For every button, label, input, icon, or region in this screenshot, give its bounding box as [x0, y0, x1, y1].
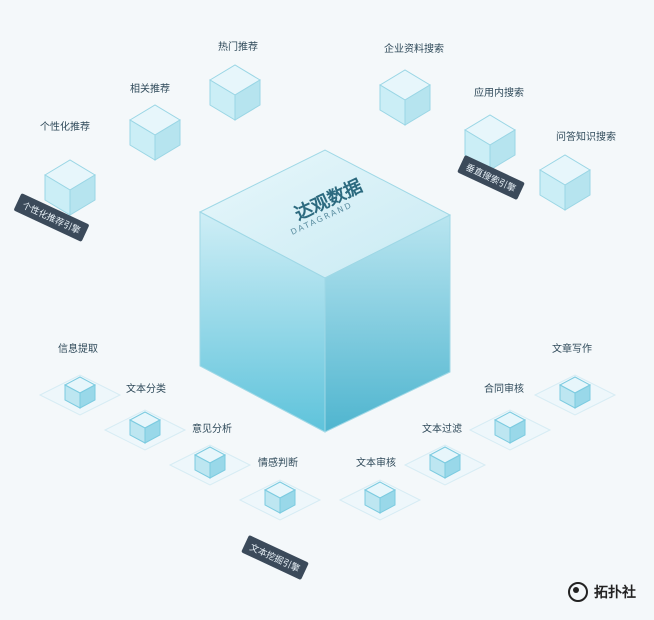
platform-info-extraction	[38, 374, 122, 416]
label-article-writing: 文章写作	[552, 344, 592, 355]
watermark: 拓扑社	[568, 582, 636, 602]
label-related-recommend: 相关推荐	[130, 84, 170, 95]
label-qa-knowledge-search: 问答知识搜索	[556, 132, 616, 143]
platform-contract-review	[468, 409, 552, 451]
label-info-extraction: 信息提取	[58, 344, 98, 355]
label-personalized-recommend: 个性化推荐	[40, 122, 90, 133]
label-in-app-search: 应用内搜索	[474, 88, 524, 99]
label-opinion-analysis: 意见分析	[192, 424, 232, 435]
server-cluster-2	[129, 104, 181, 161]
watermark-text: 拓扑社	[594, 585, 636, 601]
server-cluster-4	[379, 69, 431, 126]
label-text-classification: 文本分类	[126, 384, 166, 395]
platform-opinion-analysis	[168, 444, 252, 486]
label-sentiment: 情感判断	[258, 458, 298, 469]
center-cube	[198, 149, 452, 433]
platform-article-writing	[533, 374, 617, 416]
server-cluster-1	[44, 159, 96, 216]
server-cluster-5	[464, 114, 516, 171]
server-cluster-6	[539, 154, 591, 211]
platform-text-filter	[403, 444, 487, 486]
nlp-platforms	[38, 374, 617, 521]
platform-text-review	[338, 479, 422, 521]
wechat-icon	[568, 582, 588, 602]
platform-sentiment	[238, 479, 322, 521]
platform-text-classification	[103, 409, 187, 451]
label-hot-recommend: 热门推荐	[218, 42, 258, 53]
label-enterprise-search: 企业资料搜索	[384, 44, 444, 55]
server-cluster-3	[209, 64, 261, 121]
label-contract-review: 合同审核	[484, 384, 524, 395]
label-text-filter: 文本过滤	[422, 424, 462, 435]
label-text-review: 文本审核	[356, 458, 396, 469]
